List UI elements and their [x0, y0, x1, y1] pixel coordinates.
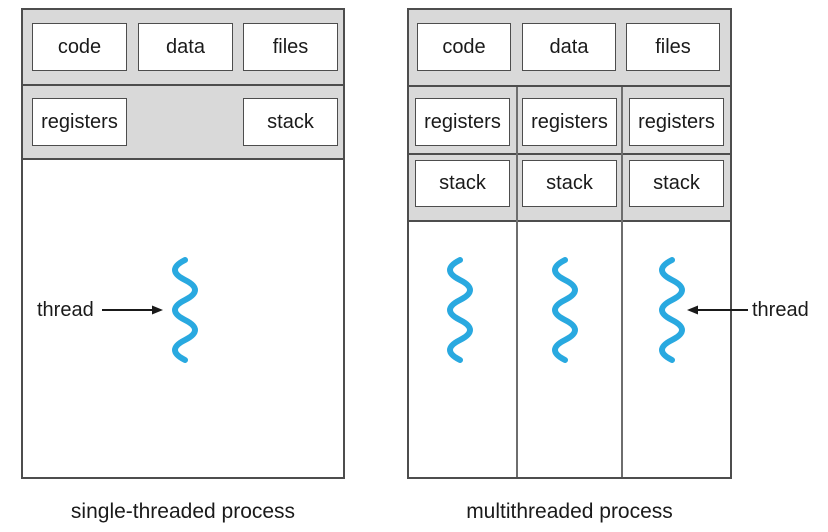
thread-column: registers stack: [623, 87, 730, 477]
thread-squiggle-icon: [552, 257, 578, 363]
thread-label: thread: [752, 299, 809, 321]
files-box: files: [626, 23, 720, 71]
thread-squiggle-path: [659, 257, 685, 363]
stack-cell: stack: [409, 155, 516, 222]
stack-box: stack: [415, 160, 510, 207]
stack-cell: stack: [623, 155, 730, 222]
thread-label: thread: [37, 299, 94, 321]
single-threaded-process-diagram: code data files registers stack: [21, 8, 345, 479]
files-box: files: [243, 23, 338, 71]
multithreaded-process-diagram: code data files registers stack register…: [407, 8, 732, 479]
registers-cell: registers: [518, 87, 621, 155]
registers-box: registers: [32, 98, 127, 146]
registers-cell: registers: [409, 87, 516, 155]
arrow-left-icon: [687, 305, 748, 315]
stack-box: stack: [629, 160, 724, 207]
thread-squiggle-icon: [659, 257, 685, 363]
registers-box: registers: [522, 98, 617, 146]
single-threaded-caption: single-threaded process: [70, 500, 296, 523]
stack-box: stack: [243, 98, 338, 146]
multithreaded-caption: multithreaded process: [466, 500, 673, 523]
arrow-right-icon: [102, 305, 163, 315]
data-box: data: [522, 23, 616, 71]
thread-squiggle-path: [552, 257, 578, 363]
code-box: code: [32, 23, 127, 71]
registers-cell: registers: [623, 87, 730, 155]
thread-squiggle-icon: [172, 257, 198, 363]
thread-squiggle-icon: [447, 257, 473, 363]
thread-squiggle-path: [172, 257, 198, 363]
thread-column: registers stack: [518, 87, 623, 477]
code-box: code: [417, 23, 511, 71]
thread-squiggle-path: [447, 257, 473, 363]
data-box: data: [138, 23, 233, 71]
stack-cell: stack: [518, 155, 621, 222]
registers-box: registers: [415, 98, 510, 146]
registers-box: registers: [629, 98, 724, 146]
thread-column: registers stack: [409, 87, 518, 477]
stack-box: stack: [522, 160, 617, 207]
